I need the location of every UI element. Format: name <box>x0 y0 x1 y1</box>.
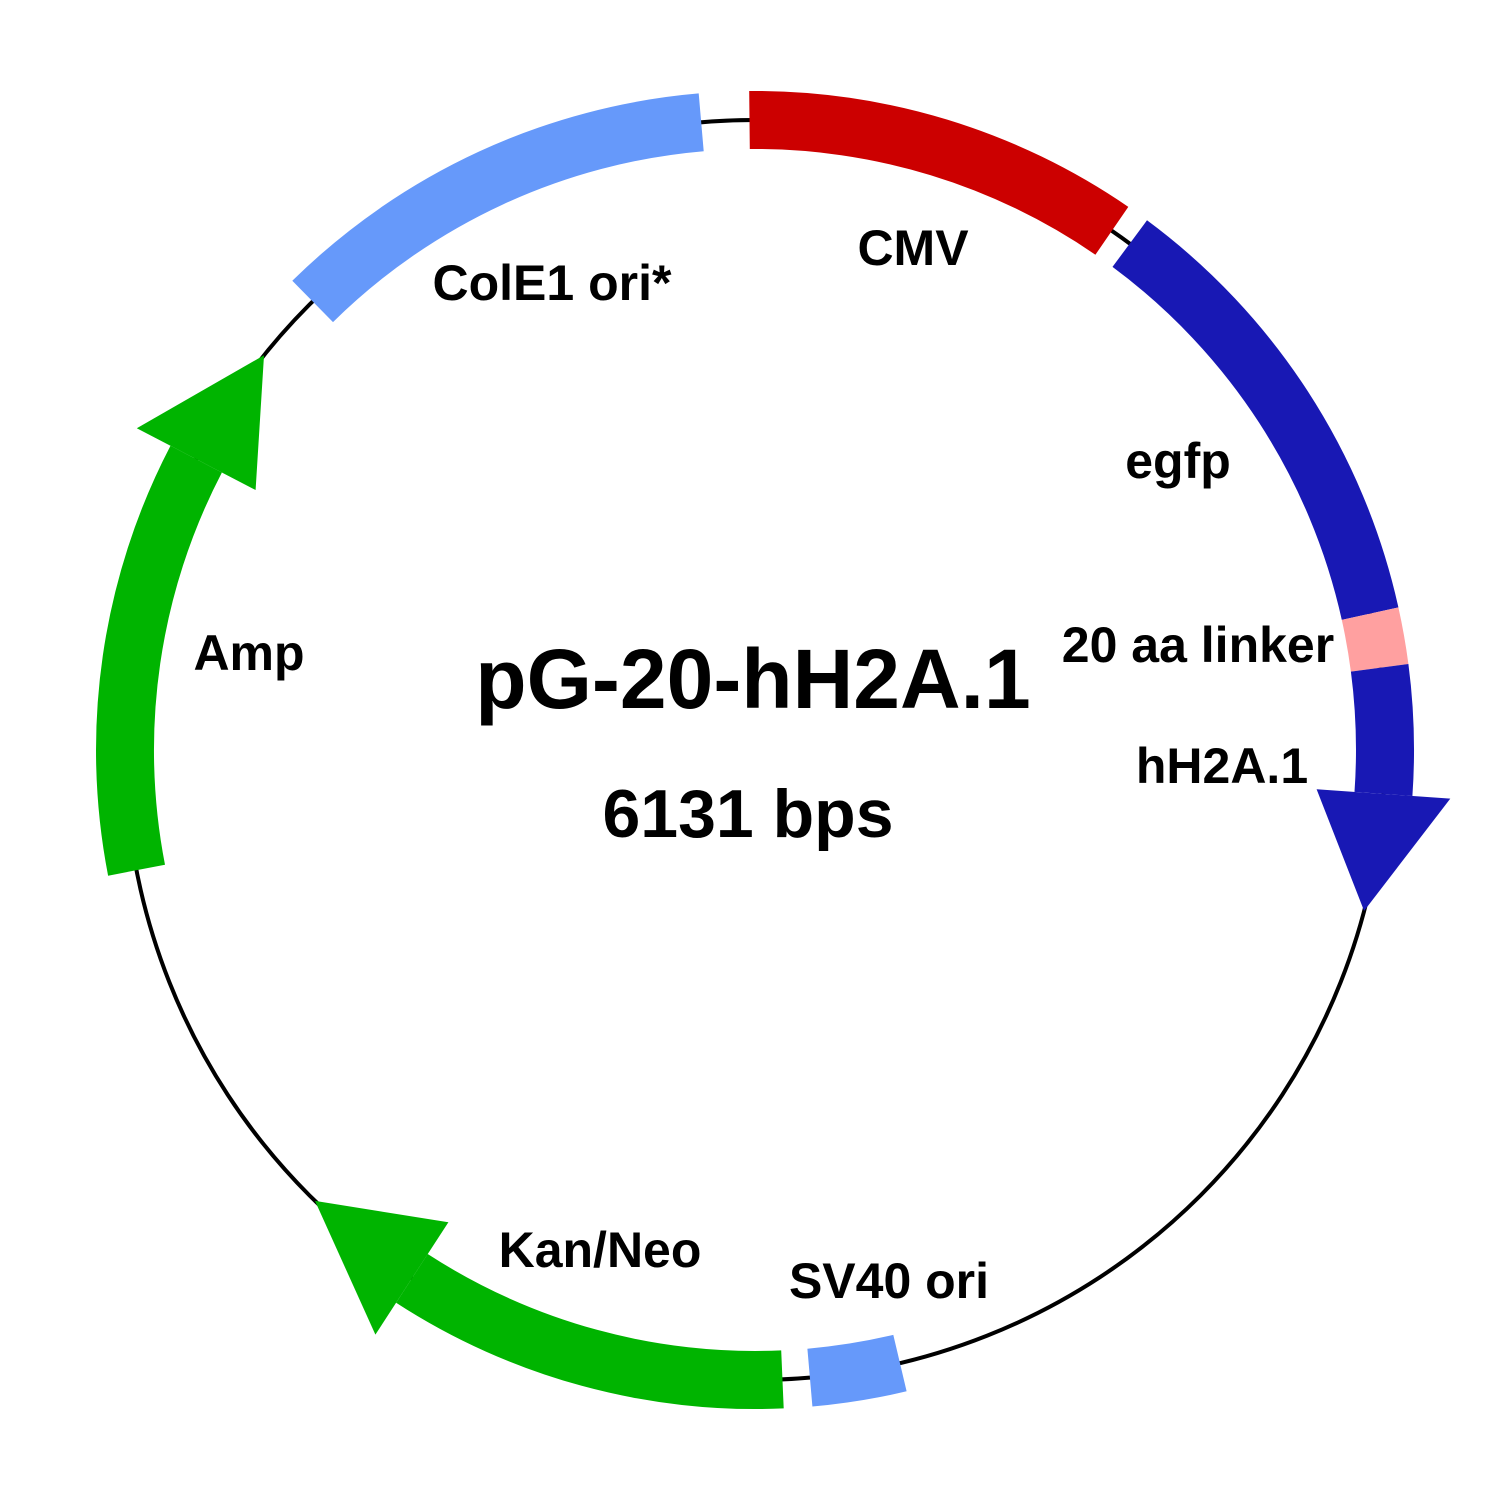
feature-cole1-ori <box>292 93 704 323</box>
feature-label-hh2a1: hH2A.1 <box>1136 738 1308 794</box>
feature-egfp <box>1112 220 1399 620</box>
feature-band-sv40-ori <box>807 1334 907 1407</box>
feature-arrowhead-kan-neo <box>315 1200 449 1335</box>
feature-cmv <box>749 90 1129 255</box>
feature-label-kan-neo: Kan/Neo <box>499 1222 702 1278</box>
feature-kan-neo <box>315 1200 784 1410</box>
plasmid-title: pG-20-hH2A.1 <box>475 632 1030 726</box>
feature-band-kan-neo <box>396 1254 784 1410</box>
feature-label-amp: Amp <box>193 625 304 681</box>
feature-band-linker-20aa <box>1341 607 1409 672</box>
feature-layer <box>96 90 1451 1410</box>
feature-label-sv40-ori: SV40 ori <box>789 1253 989 1309</box>
feature-hh2a1 <box>1316 664 1451 911</box>
feature-amp <box>96 355 264 876</box>
feature-band-cmv <box>749 90 1129 255</box>
feature-arrowhead-amp <box>136 355 264 490</box>
feature-band-hh2a1 <box>1350 664 1415 796</box>
feature-label-linker-20aa: 20 aa linker <box>1062 617 1334 673</box>
feature-label-cole1-ori: ColE1 ori* <box>433 255 672 311</box>
feature-band-cole1-ori <box>292 93 704 323</box>
feature-arrowhead-hh2a1 <box>1316 789 1451 911</box>
feature-linker-20aa <box>1341 607 1409 672</box>
feature-band-egfp <box>1112 220 1399 620</box>
feature-label-cmv: CMV <box>857 220 969 276</box>
feature-label-egfp: egfp <box>1125 433 1231 489</box>
feature-band-amp <box>96 445 222 876</box>
plasmid-size-label: 6131 bps <box>602 776 893 852</box>
feature-sv40-ori <box>807 1334 907 1407</box>
